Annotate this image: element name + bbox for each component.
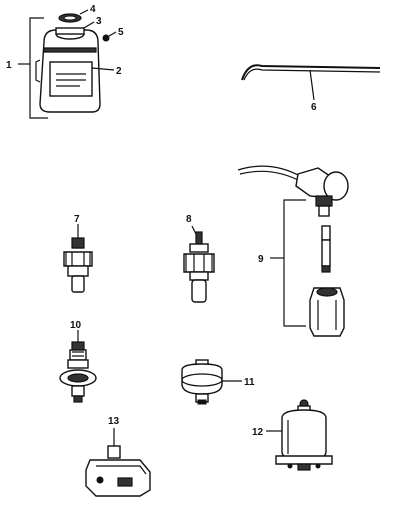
callout-11: 11 <box>244 377 255 388</box>
callout-12: 12 <box>252 427 264 438</box>
leader-5 <box>108 31 117 37</box>
sender-7: 7 <box>63 214 93 293</box>
tube <box>241 64 381 81</box>
callout-8: 8 <box>186 214 192 225</box>
sensor-pin <box>321 225 331 241</box>
callout-13: 13 <box>108 416 120 427</box>
module-13-post <box>107 445 121 459</box>
reservoir-cap-top <box>55 27 85 35</box>
callout-3: 3 <box>96 16 102 27</box>
leader-2 <box>91 67 115 71</box>
bracket-1 <box>29 17 48 119</box>
switch-11: 11 <box>181 359 255 405</box>
sender-8: 8 <box>183 214 215 303</box>
callout-7: 7 <box>74 214 80 225</box>
sensor-wire <box>237 165 301 177</box>
module-13: 13 <box>85 416 151 497</box>
leader-4 <box>79 9 89 15</box>
callout-10: 10 <box>70 320 82 331</box>
reservoir-tab <box>35 59 41 83</box>
switch-10: 10 <box>59 320 97 403</box>
reservoir-shading <box>43 47 97 53</box>
callout-1: 1 <box>6 60 12 71</box>
canister-12: 12 <box>252 399 333 471</box>
leader-3 <box>83 21 95 29</box>
callout-2: 2 <box>116 66 122 77</box>
tube-assembly: 6 <box>241 64 381 113</box>
label-plate <box>49 61 93 97</box>
leader-6 <box>309 69 315 101</box>
reservoir-assembly: 1 2 3 4 5 <box>6 4 124 119</box>
bracket-9 <box>283 199 306 327</box>
sensor-assembly-9: 9 <box>237 165 349 337</box>
callout-6: 6 <box>311 102 317 113</box>
screw <box>102 34 110 42</box>
callout-5: 5 <box>118 27 124 38</box>
callout-4: 4 <box>90 4 96 15</box>
callout-9: 9 <box>258 254 264 265</box>
